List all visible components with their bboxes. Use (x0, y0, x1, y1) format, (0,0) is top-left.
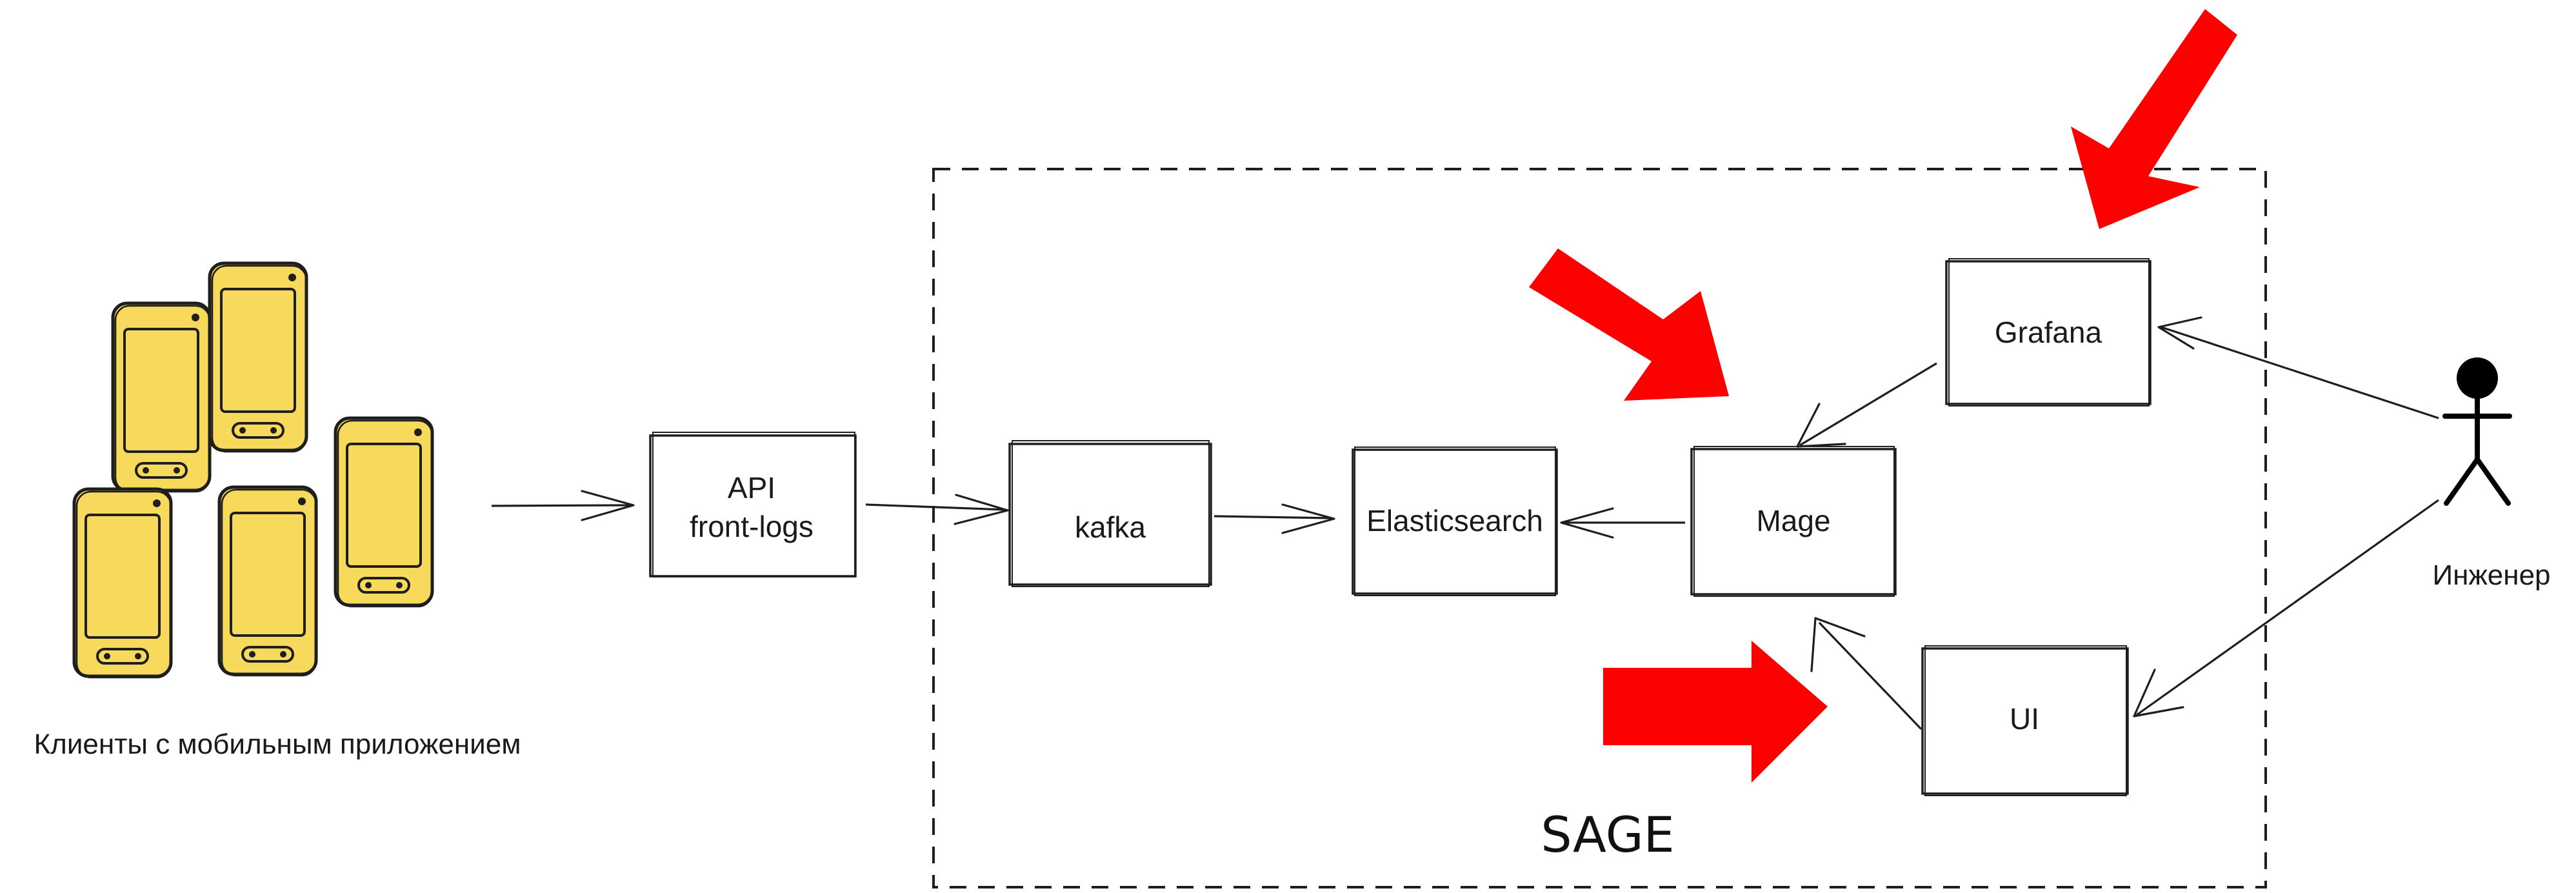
node-mage-label: Mage (1756, 504, 1830, 537)
engineer-actor: Инженер (2432, 357, 2551, 591)
edge-engineer-to-grafana (2157, 316, 2439, 419)
clients-phones (74, 263, 432, 677)
node-api-label: API (728, 471, 775, 505)
edge-api-to-kafka (865, 494, 1009, 525)
node-api-front-logs: API front-logs (649, 432, 857, 577)
node-kafka: kafka (1008, 440, 1212, 587)
smartphone-icon (210, 263, 306, 452)
node-grafana-label: Grafana (1995, 316, 2102, 349)
smartphone-icon (335, 418, 432, 607)
node-ui-label: UI (2010, 702, 2039, 736)
node-api-sublabel: front-logs (690, 510, 814, 543)
edge-clients-to-api (491, 490, 635, 521)
highlight-arrow-ui (1603, 641, 1828, 783)
edge-ui-to-mage (1810, 617, 1922, 730)
edge-mage-to-elasticsearch (1560, 507, 1685, 539)
sage-boundary: SAGE (932, 168, 2267, 888)
node-kafka-label: kafka (1075, 510, 1146, 544)
node-elasticsearch: Elasticsearch (1352, 446, 1558, 596)
edge-kafka-to-elasticsearch (1213, 503, 1335, 534)
highlight-arrow-grafana (2071, 9, 2237, 229)
stick-figure-icon (2442, 357, 2512, 506)
smartphone-icon (219, 487, 316, 676)
clients-label: Клиенты с мобильным приложением (34, 728, 521, 760)
node-elasticsearch-label: Elasticsearch (1366, 504, 1543, 537)
edge-engineer-to-ui (2133, 499, 2439, 717)
highlight-arrow-mage (1529, 248, 1729, 401)
node-ui: UI (1921, 645, 2129, 796)
node-mage: Mage (1690, 446, 1897, 597)
smartphone-icon (74, 489, 171, 677)
node-grafana: Grafana (1945, 258, 2152, 406)
edge-grafana-to-mage (1796, 362, 1937, 448)
engineer-label: Инженер (2432, 559, 2550, 591)
sage-label: SAGE (1541, 806, 1674, 863)
smartphone-icon (113, 303, 210, 492)
